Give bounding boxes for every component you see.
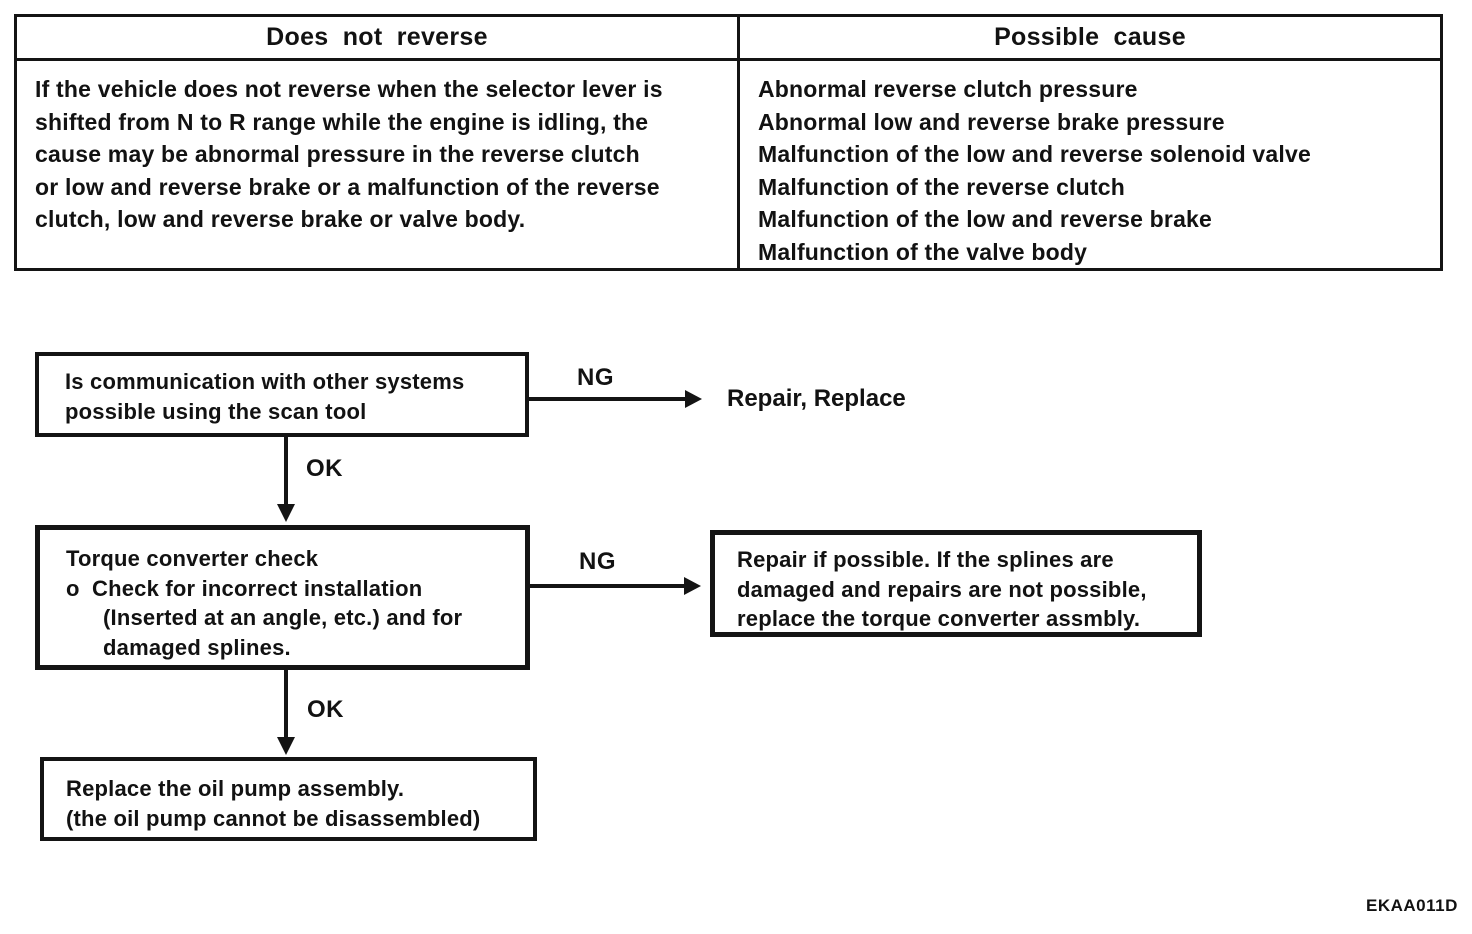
arrowhead-down-icon [277,737,295,755]
figure-code: EKAA011D [1366,896,1458,915]
bullet-line: damaged splines. [103,634,291,660]
bullet-text: Check for incorrect installation (Insert… [92,574,462,663]
ok-arrow-2 [284,670,288,738]
column-header-possible-cause: Possible cause [994,23,1186,51]
table-body-row: If the vehicle does not reverse when the… [17,61,1440,268]
flow-step-oil-pump-replace: Replace the oil pump assembly. (the oil … [40,757,537,841]
arrowhead-down-icon [277,504,295,522]
arrowhead-right-icon [685,390,702,408]
bullet-line: Check for incorrect installation [92,575,423,601]
possible-cause-item: Malfunction of the reverse clutch [758,173,1125,200]
ok-arrow-1 [284,437,288,505]
symptom-cause-table: Does not reverse Possible cause If the v… [14,14,1443,271]
ng-arrow-2 [530,584,686,588]
ng-label-2: NG [579,548,616,575]
bullet-marker: o [66,575,80,601]
arrowhead-right-icon [684,577,701,595]
column-header-does-not-reverse: Does not reverse [17,17,740,58]
flow-step-torque-converter-check: Torque converter check o Check for incor… [35,525,530,670]
possible-cause-item: Abnormal low and reverse brake pressure [758,108,1225,135]
possible-causes-list: Abnormal reverse clutch pressure Abnorma… [740,61,1440,268]
ok-label-2: OK [307,696,344,723]
flow-step-scan-tool-check: Is communication with other systems poss… [35,352,529,437]
ok-label-1: OK [306,455,343,482]
torque-check-title: Torque converter check [66,546,319,571]
torque-check-bullet: o Check for incorrect installation (Inse… [66,574,525,663]
symptom-description: If the vehicle does not reverse when the… [17,61,740,268]
possible-cause-item: Abnormal reverse clutch pressure [758,76,1138,102]
possible-cause-item: Malfunction of the valve body [758,238,1088,265]
table-header-row: Does not reverse Possible cause [17,17,1440,61]
ng-arrow-1 [529,397,687,401]
outcome-repair-replace: Repair, Replace [727,385,906,412]
bullet-line: (Inserted at an angle, etc.) and for [103,605,463,630]
flow-step-torque-converter-repair: Repair if possible. If the splines are d… [710,530,1202,637]
possible-cause-item: Malfunction of the low and reverse solen… [758,141,1311,167]
possible-cause-item: Malfunction of the low and reverse brake [758,206,1213,232]
ng-label-1: NG [577,364,614,391]
